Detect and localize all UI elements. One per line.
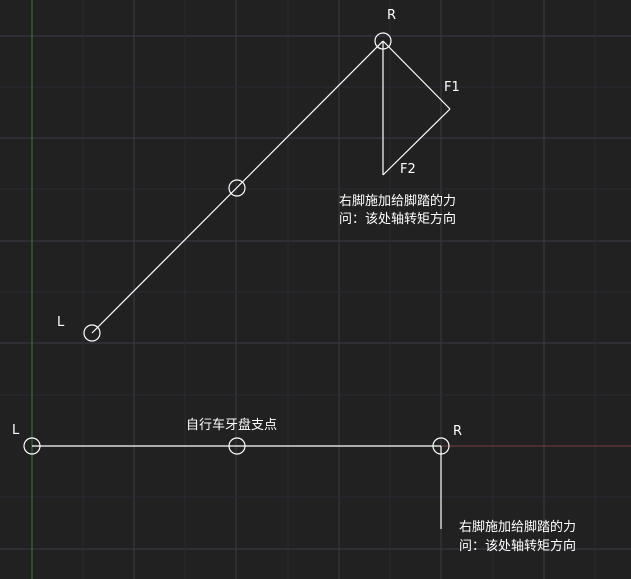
force-F1-line xyxy=(382,40,451,110)
bottom-view xyxy=(23,437,450,529)
label-L-top: L xyxy=(57,315,65,330)
crank-arm-angled xyxy=(91,40,384,334)
label-F1: F1 xyxy=(444,80,460,95)
pedal-L-circle[interactable] xyxy=(83,324,101,342)
force-resultant-line xyxy=(382,108,451,176)
top-view xyxy=(83,32,451,342)
pedal-L-circle-bottom[interactable] xyxy=(23,437,41,455)
bottom-note-line1: 右脚施加给脚踏的力 xyxy=(459,519,576,535)
pivot-label: 自行车牙盘支点 xyxy=(186,417,277,433)
pivot-circle-top[interactable] xyxy=(228,179,246,197)
label-R-bottom: R xyxy=(453,424,462,439)
top-note-line2: 问：该处轴转矩方向 xyxy=(339,211,456,227)
pivot-circle-bottom[interactable] xyxy=(228,437,246,455)
bottom-note-line2: 问：该处轴转矩方向 xyxy=(459,538,576,554)
label-L-bottom: L xyxy=(12,423,20,438)
label-R-top: R xyxy=(387,8,396,23)
label-F2: F2 xyxy=(400,162,416,177)
top-note-line1: 右脚施加给脚踏的力 xyxy=(339,193,456,209)
